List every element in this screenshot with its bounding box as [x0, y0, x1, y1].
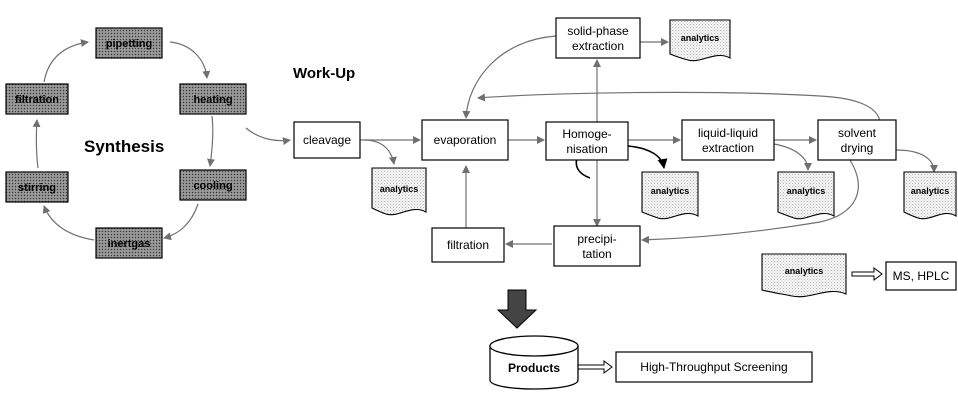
legend-analytics-label: analytics	[785, 266, 824, 276]
step-stirring-label: stirring	[18, 182, 56, 194]
step-precipitation-line2: tation	[582, 247, 611, 261]
step-solid-phase-extraction	[555, 17, 641, 59]
products-cylinder: Products	[489, 335, 579, 390]
step-cooling	[179, 169, 247, 201]
step-cleavage-label: cleavage	[303, 133, 351, 147]
step-pipetting	[95, 27, 163, 59]
step-solvent-drying-line2: drying	[841, 141, 874, 155]
synthesis-cycle: pipetting heating cooling inertgas stirr…	[5, 27, 247, 259]
step-cooling-label: cooling	[193, 180, 232, 192]
step-heating	[179, 83, 247, 115]
workup-heading: Work-Up	[293, 65, 355, 82]
step-solid-phase-line1: solid-phase	[567, 24, 629, 38]
step-inertgas	[95, 227, 163, 259]
step-filtration-label: filtration	[15, 94, 59, 106]
step-solvent-drying-line1: solvent	[838, 126, 877, 140]
legend-ms-hplc-label: MS, HPLC	[893, 269, 950, 283]
analytics-label: analytics	[651, 186, 690, 196]
step-homogenisation-line1: Homoge-	[562, 127, 611, 141]
step-precipitation-line1: precipi-	[577, 232, 616, 246]
step-liquid-liquid-line2: extraction	[702, 141, 754, 155]
analytics-doc-homogenisation: analytics	[641, 171, 699, 220]
step-cleavage	[293, 121, 361, 159]
analytics-label: analytics	[787, 186, 826, 196]
screening-box	[615, 351, 813, 383]
analytics-label: analytics	[911, 186, 950, 196]
step-evaporation	[421, 119, 509, 161]
step-filtration-workup	[431, 227, 505, 263]
step-solid-phase-line2: extraction	[572, 39, 624, 53]
products-label: Products	[508, 361, 560, 375]
step-stirring	[5, 171, 69, 203]
analytics-doc-cleavage: analytics	[371, 167, 427, 216]
step-filtration	[5, 83, 69, 115]
step-liquid-liquid-line1: liquid-liquid	[698, 126, 758, 140]
step-evaporation-label: evaporation	[434, 133, 497, 147]
step-pipetting-label: pipetting	[106, 38, 152, 50]
analytics-label: analytics	[380, 184, 419, 194]
step-homogenisation	[545, 121, 629, 161]
analytics-doc-legend: analytics	[761, 253, 847, 298]
step-inertgas-label: inertgas	[108, 238, 151, 250]
analytics-doc-liquid-liquid: analytics	[777, 171, 835, 220]
step-heating-label: heating	[193, 94, 232, 106]
step-homogenisation-line2: nisation	[566, 142, 607, 156]
screening-label: High-Throughput Screening	[640, 360, 787, 374]
legend-ms-hplc-box	[885, 261, 957, 291]
analytics-doc-solvent-drying: analytics	[903, 171, 957, 220]
synthesis-heading: Synthesis	[84, 137, 164, 156]
step-precipitation	[553, 225, 641, 267]
step-liquid-liquid-extraction	[681, 119, 775, 161]
step-filtration-workup-label: filtration	[447, 238, 489, 252]
workup-connectors	[245, 35, 938, 374]
analytics-label: analytics	[681, 33, 720, 43]
analytics-doc-solid-phase: analytics	[669, 19, 731, 62]
step-solvent-drying	[817, 119, 897, 161]
